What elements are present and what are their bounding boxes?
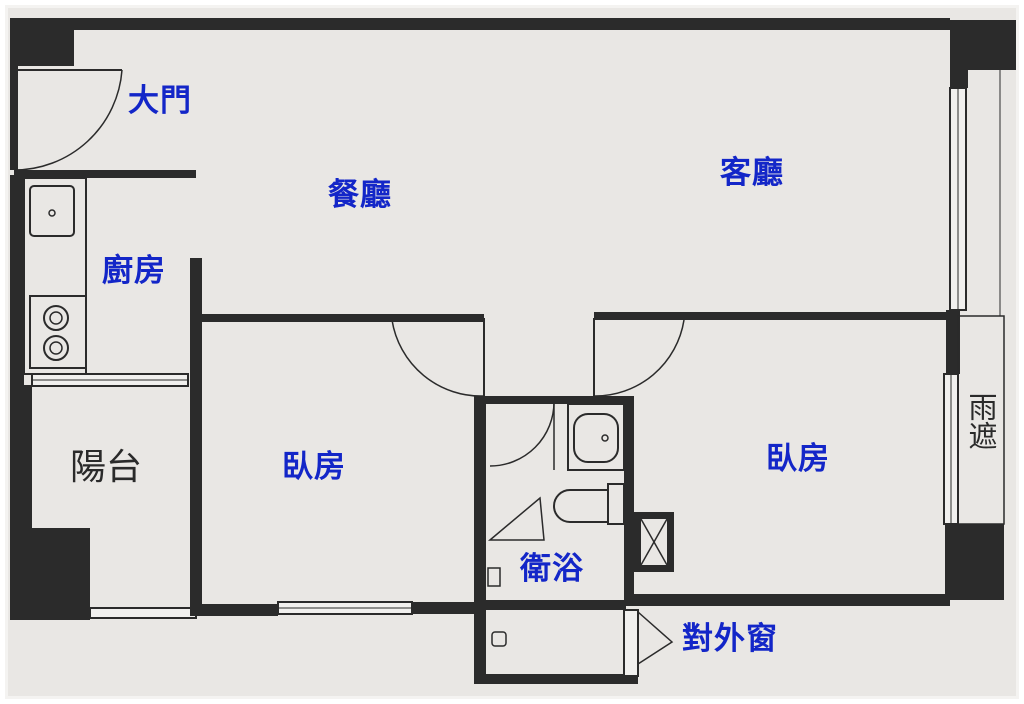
toilet-tank xyxy=(607,483,625,525)
toilet-bowl xyxy=(553,489,608,523)
bath-door-swing xyxy=(489,401,555,467)
wall-bath-mid xyxy=(486,600,626,610)
wall-bedroom-right-bottom xyxy=(634,594,950,606)
label-balcony: 陽台 xyxy=(70,447,143,488)
paper-background xyxy=(8,8,1016,696)
bath-fixture xyxy=(487,567,501,587)
stove-burner-top-inner xyxy=(49,311,63,325)
wall-left-balcony xyxy=(10,385,32,528)
wall-bath-left xyxy=(474,398,486,682)
bedroom-right-door-swing xyxy=(593,319,685,397)
sink-drain xyxy=(48,209,56,217)
label-bedroom-right: 臥房 xyxy=(766,441,830,477)
wall-mass-top-right xyxy=(950,20,1016,88)
wall-bedroom-right-top xyxy=(594,312,954,320)
label-kitchen: 廚房 xyxy=(102,253,166,289)
bedroom-left-door-swing xyxy=(391,319,485,397)
basin-drain xyxy=(601,434,609,442)
wall-right-mid xyxy=(946,310,960,374)
label-bedroom-left: 臥房 xyxy=(282,449,346,485)
wall-bath-bottom xyxy=(474,674,638,684)
label-dining-room: 餐廳 xyxy=(328,177,392,213)
exterior-window-leaf xyxy=(637,611,674,665)
stove-burner-bottom-inner xyxy=(49,341,63,355)
wall-left-upper xyxy=(10,66,18,170)
main-door-swing xyxy=(13,69,123,171)
utility-shaft-cross-2 xyxy=(640,518,668,566)
shower-tray xyxy=(487,496,545,541)
wall-top xyxy=(74,18,950,30)
exterior-window-frame xyxy=(623,609,639,677)
label-living-room: 客廳 xyxy=(720,155,784,191)
rain-shelter-outline xyxy=(957,315,1005,525)
label-rain-shelter: 雨遮 xyxy=(964,392,998,450)
wall-balcony-bottom xyxy=(89,607,197,619)
label-main-door: 大門 xyxy=(128,83,192,119)
wall-bath-right xyxy=(624,396,634,606)
wall-mass-bottom-left xyxy=(10,528,90,620)
utility-outlet xyxy=(491,631,507,647)
bath-basin-counter xyxy=(567,403,625,471)
stove-burner-bottom xyxy=(43,335,69,361)
wall-left-kitchen xyxy=(10,175,24,385)
wall-mass-top-left xyxy=(10,18,74,66)
wall-kitchen-bedroom xyxy=(190,258,202,616)
stove-burner-top xyxy=(43,305,69,331)
label-exterior-window: 對外窗 xyxy=(682,621,778,657)
wall-mass-bottom-right xyxy=(945,524,1004,600)
bath-basin xyxy=(573,413,619,463)
label-bathroom: 衛浴 xyxy=(520,551,584,587)
wall-bedroom-left-bottom-a xyxy=(196,604,278,616)
wall-bedroom-left-top xyxy=(202,314,484,322)
wall-bath-top xyxy=(474,396,634,404)
kitchen-sink xyxy=(29,185,75,237)
kitchen-stove xyxy=(29,295,87,369)
wall-entry-kitchen xyxy=(14,170,196,178)
wall-bedroom-left-bottom-b xyxy=(412,602,476,614)
